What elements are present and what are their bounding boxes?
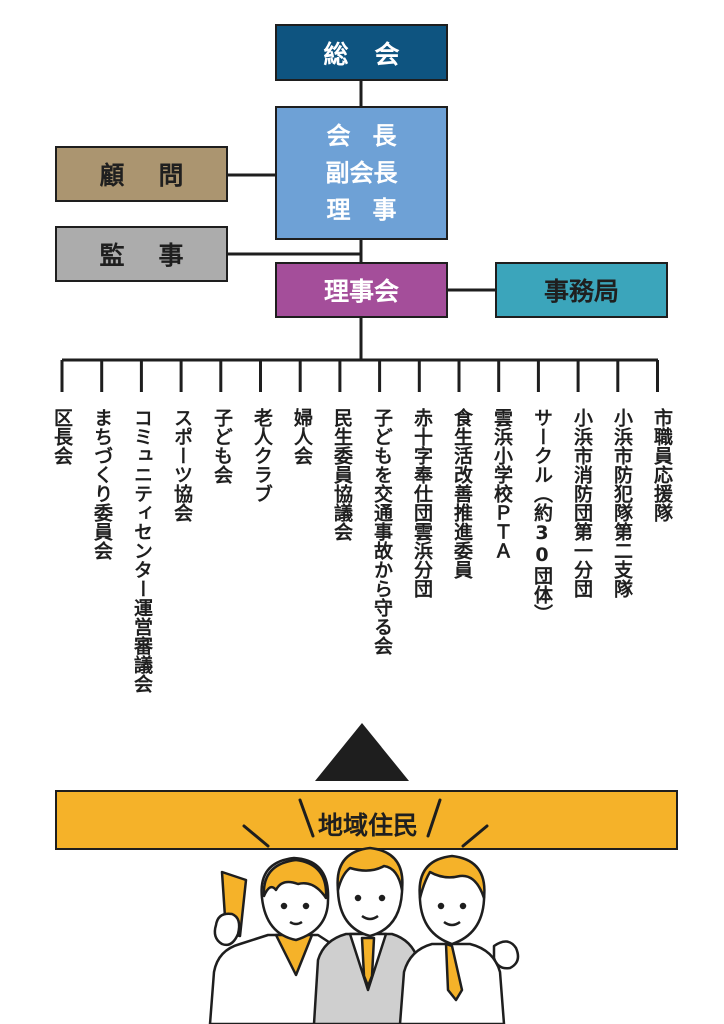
auditor-label: 監事 xyxy=(99,241,218,270)
upward-triangle-icon xyxy=(315,723,409,781)
vice-chairman-label: 副会長 xyxy=(325,158,398,187)
director-label: 理事 xyxy=(326,195,419,224)
member-org: 小浜市防犯隊第二支隊 xyxy=(611,408,633,598)
member-org: サークル（約30団体） xyxy=(531,408,553,623)
advisor-label: 顧問 xyxy=(99,161,218,190)
member-org: 民生委員協議会 xyxy=(331,408,353,541)
secretariat-label: 事務局 xyxy=(543,277,619,306)
board-label: 理事会 xyxy=(323,277,399,306)
general-assembly-box: 総会 xyxy=(275,24,448,81)
board-box: 理事会 xyxy=(275,262,448,318)
officers-box: 会長 副会長 理事 xyxy=(275,106,448,240)
member-org: 食生活改善推進委員 xyxy=(451,408,473,579)
member-org: 老人クラブ xyxy=(251,408,273,503)
member-org: 婦人会 xyxy=(291,408,313,465)
advisor-box: 顧問 xyxy=(55,146,228,202)
secretariat-box: 事務局 xyxy=(495,262,668,318)
member-org: 雲浜小学校ＰＴＡ xyxy=(491,408,513,560)
member-org: 子ども会 xyxy=(211,408,233,484)
member-org: 子どもを交通事故から守る会 xyxy=(371,408,393,655)
residents-label: 地域住民 xyxy=(318,811,419,840)
member-org: まちづくり委員会 xyxy=(91,408,113,560)
member-org: コミュニティセンター運営審議会 xyxy=(131,408,153,693)
chairman-label: 会長 xyxy=(326,121,419,150)
general-assembly-label: 総会 xyxy=(323,39,426,69)
auditor-box: 監事 xyxy=(55,226,228,282)
member-org: 市職員応援隊 xyxy=(651,408,673,522)
member-org: 小浜市消防団第一分団 xyxy=(571,408,593,598)
member-org: 赤十字奉仕団雲浜分団 xyxy=(411,408,433,598)
member-org: 区長会 xyxy=(51,408,73,465)
member-org: スポーツ協会 xyxy=(171,408,193,522)
